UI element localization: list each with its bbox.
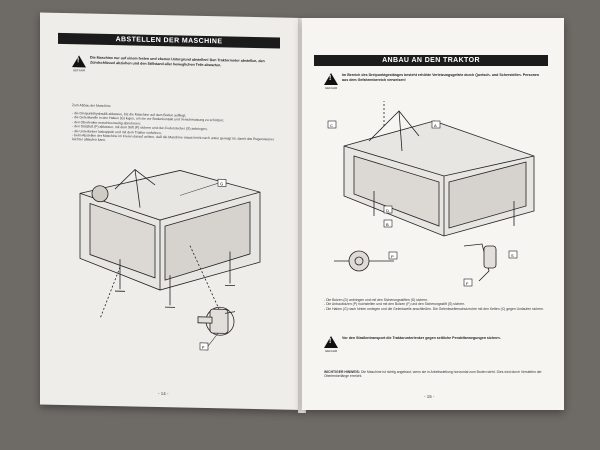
- tractor-attachment-illustration: C A D B P S F: [327, 101, 535, 287]
- svg-text:B: B: [386, 222, 389, 227]
- warning-text: Im Bereich des Dreipunktgestänges besteh…: [342, 73, 540, 82]
- warning-triangle-icon: GEFAHR: [324, 73, 338, 90]
- warning-text: Die Maschine nur auf einem festen und eb…: [90, 55, 265, 68]
- page-number: - 15 -: [424, 394, 435, 399]
- svg-text:A: A: [434, 123, 437, 128]
- callout-S: S: [508, 250, 518, 259]
- page-number: - 14 -: [158, 390, 169, 397]
- callout-D: D: [383, 205, 393, 214]
- section-intro: Zum Abbau der Maschine: [72, 103, 111, 108]
- warning-text: Vor den Straßentransport die Traktorunte…: [342, 336, 501, 340]
- svg-text:C: C: [330, 123, 333, 128]
- callout-B: B: [383, 219, 393, 228]
- svg-text:S: S: [511, 253, 514, 258]
- callout-P: P: [388, 251, 398, 260]
- svg-text:F: F: [202, 345, 205, 350]
- warning-label: GEFAHR: [72, 68, 86, 73]
- left-page-title: ABSTELLEN DER MASCHINE: [58, 32, 280, 49]
- warning-triangle-icon: GEFAHR: [72, 55, 86, 72]
- step-list: - die Dreipunkthydraulik ablassen, bis d…: [72, 111, 282, 146]
- right-warning-2: GEFAHR Vor den Straßentransport die Trak…: [324, 336, 542, 353]
- callout-A: A: [431, 120, 441, 129]
- left-page: ABSTELLEN DER MASCHINE GEFAHR Die Maschi…: [40, 12, 302, 411]
- important-hint: WICHTIGER HINWEIS: Die Maschine ist rich…: [324, 370, 549, 379]
- hint-text: Die Maschine ist richtig angebaut, wenn …: [324, 370, 542, 379]
- hint-label: WICHTIGER HINWEIS:: [324, 370, 360, 374]
- callout-F: F: [463, 278, 473, 287]
- list-item: - Die Haken (G) nach hinten umlegen und …: [324, 306, 544, 311]
- right-warning: GEFAHR Im Bereich des Dreipunktgestänges…: [324, 73, 542, 90]
- step-list: - Die Bolzen (D) anbringen und mit den S…: [324, 298, 546, 311]
- warning-label: GEFAHR: [324, 349, 338, 353]
- svg-text:F: F: [466, 281, 469, 286]
- list-item: - Die Anbaubolzen (P) hochstellen und mi…: [324, 302, 466, 307]
- right-page-title: ANBAU AN DEN TRAKTOR: [314, 55, 548, 66]
- warning-triangle-icon: GEFAHR: [324, 336, 338, 353]
- callout-G: G: [179, 178, 227, 196]
- svg-text:G: G: [220, 181, 223, 186]
- svg-text:P: P: [391, 254, 394, 259]
- left-warning: GEFAHR Die Maschine nur auf einem festen…: [72, 55, 275, 76]
- booklet: ABSTELLEN DER MASCHINE GEFAHR Die Maschi…: [40, 12, 565, 413]
- callout-C: C: [327, 120, 337, 129]
- list-item: - Die Bolzen (D) anbringen und mit den S…: [324, 298, 429, 302]
- right-page: ANBAU AN DEN TRAKTOR GEFAHR Im Bereich d…: [302, 18, 564, 410]
- machine-parking-illustration: G F: [79, 168, 261, 351]
- warning-label: GEFAHR: [324, 86, 338, 90]
- svg-text:D: D: [386, 208, 389, 213]
- callout-F: F: [199, 333, 219, 351]
